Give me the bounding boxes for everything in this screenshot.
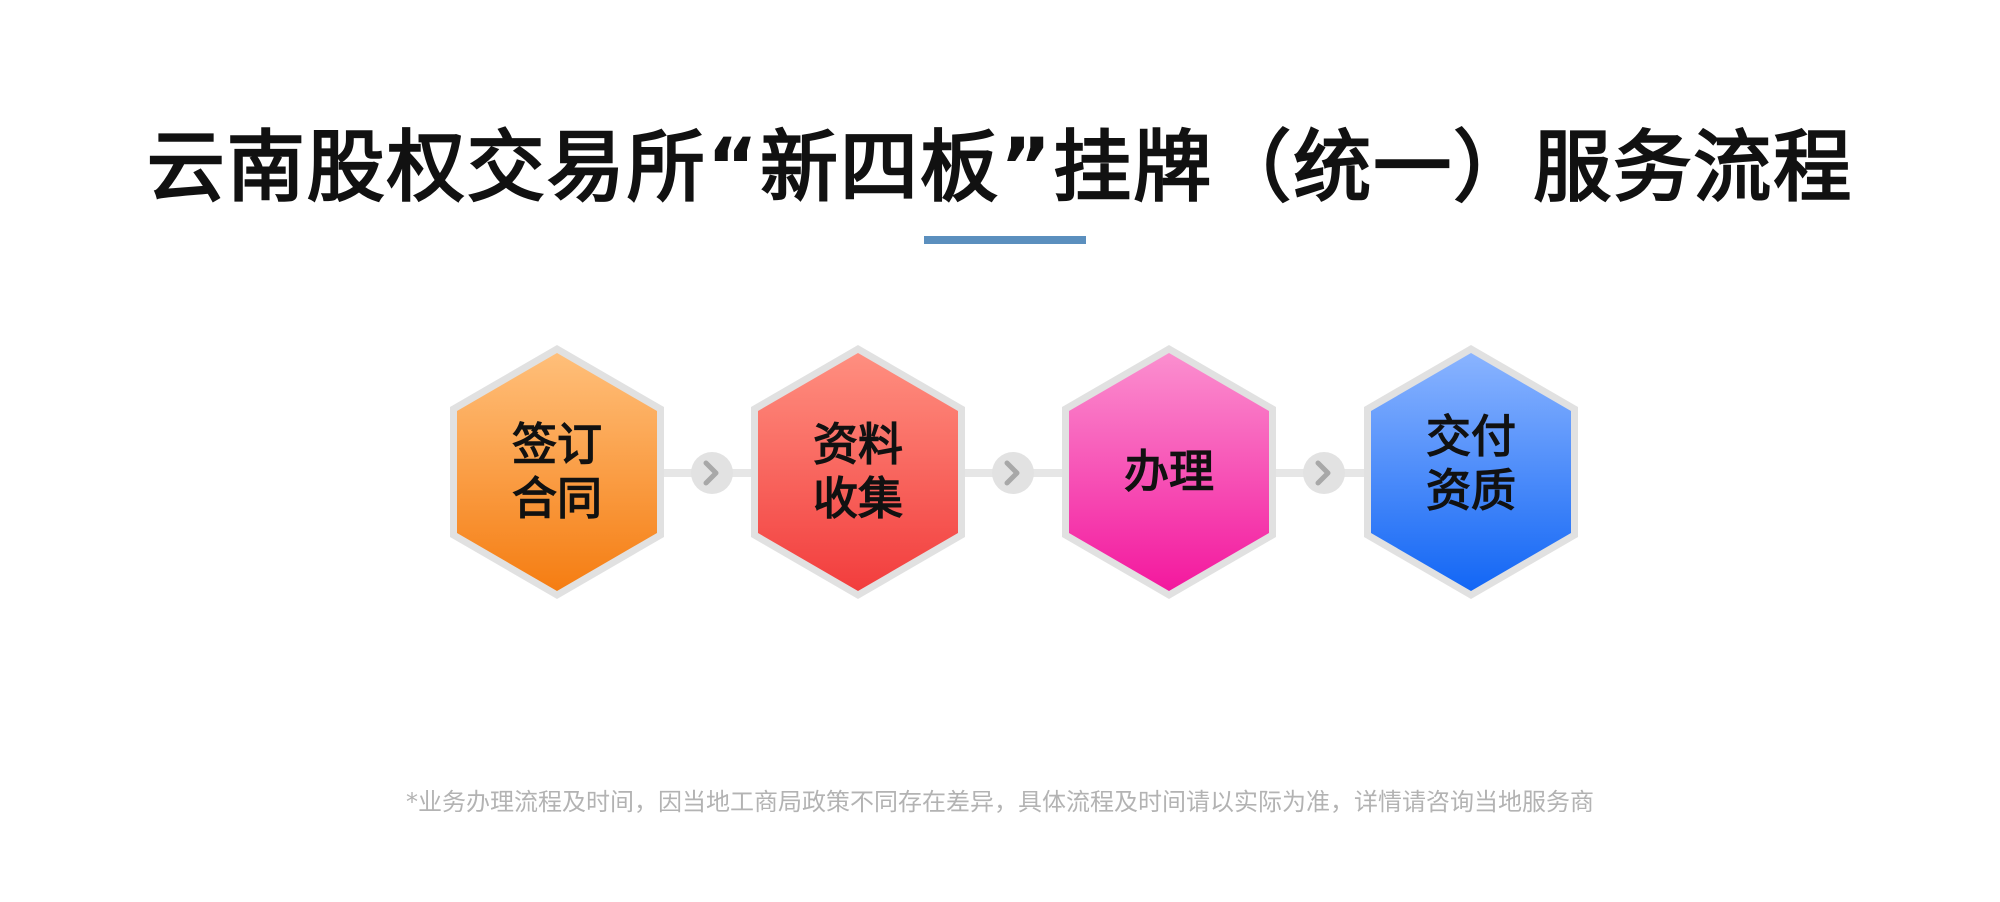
step-1-label: 签订 合同: [511, 418, 602, 525]
step-1-hexagon: [450, 345, 664, 599]
connector-2-circle: [992, 452, 1034, 494]
page-title: 云南股权交易所“新四板”挂牌（统一）服务流程: [146, 123, 1854, 213]
step-4-label: 交付 资质: [1425, 410, 1516, 517]
step-4-hexagon: [1364, 345, 1578, 599]
connector-1: [660, 452, 757, 494]
chevron-right-icon: [703, 460, 719, 486]
connector-3: [1276, 452, 1372, 494]
title-underline: [924, 236, 1086, 244]
step-2-label: 资料 收集: [812, 418, 903, 525]
connector-2: [962, 452, 1068, 494]
chevron-right-icon: [1315, 460, 1331, 486]
step-2-hexagon: [751, 345, 965, 599]
step-3-label: 办理: [1123, 445, 1214, 498]
footnote: *业务办理流程及时间，因当地工商局政策不同存在差异，具体流程及时间请以实际为准，…: [406, 788, 1594, 816]
connector-1-circle: [691, 452, 733, 494]
chevron-right-icon: [1004, 460, 1020, 486]
connector-3-circle: [1303, 452, 1345, 494]
step-3-hexagon: [1062, 345, 1276, 599]
